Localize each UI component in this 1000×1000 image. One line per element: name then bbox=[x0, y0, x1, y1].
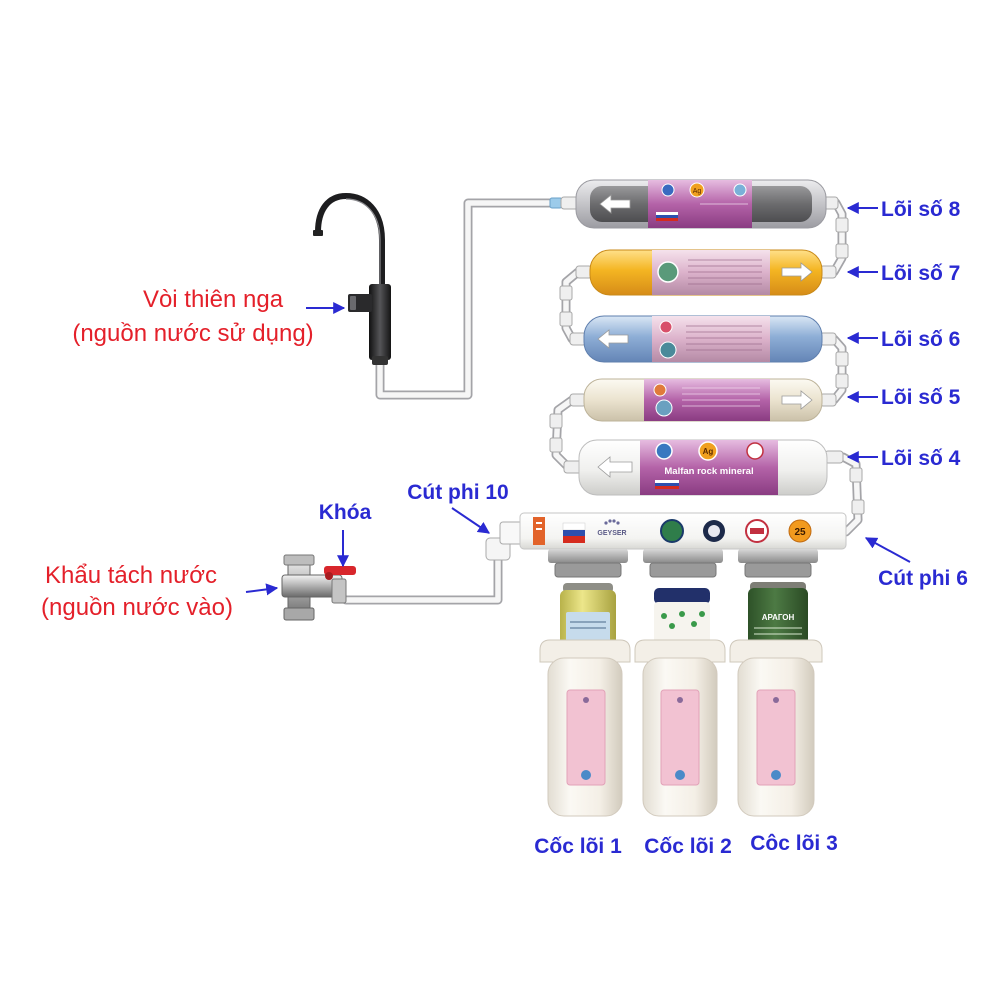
elbow-10-label: Cút phi 10 bbox=[407, 481, 509, 504]
inlet-tee-valve bbox=[281, 554, 347, 621]
elbow-6-label: Cút phi 6 bbox=[878, 567, 968, 590]
cup-1-label: Cốc lõi 1 bbox=[534, 835, 622, 858]
housing-brand-logo: GEYSER bbox=[597, 530, 626, 537]
shutoff-valve-handle bbox=[324, 566, 356, 580]
cup-2 bbox=[634, 588, 726, 817]
elbow-fitting-10 bbox=[485, 521, 525, 561]
silver-badge: Ag bbox=[693, 188, 702, 195]
core-8-cartridge: Ag bbox=[560, 179, 839, 229]
inlet-pointer-arrow bbox=[245, 583, 279, 596]
cup-3-cartridge-brand: АРАГОН bbox=[762, 613, 795, 622]
core-connector-tubes bbox=[549, 198, 865, 537]
core-8-label: Lõi số 8 bbox=[881, 198, 961, 221]
faucet-label: Vòi thiên nga bbox=[143, 286, 284, 313]
faucet-note: (nguồn nước sử dụng) bbox=[72, 320, 313, 347]
warranty-badge: 25 bbox=[794, 527, 806, 538]
core-4-label: Lõi số 4 bbox=[881, 447, 961, 470]
core-5-cartridge bbox=[569, 378, 837, 422]
inlet-tube bbox=[341, 551, 503, 605]
core-4-product-name: Malfan rock mineral bbox=[664, 466, 753, 477]
core-6-cartridge bbox=[569, 315, 837, 363]
core-6-label: Lõi số 6 bbox=[881, 328, 960, 351]
core-4-cartridge: Ag Malfan rock mineral bbox=[563, 439, 844, 496]
elbow-10-pointer-arrow bbox=[451, 507, 490, 534]
pointer-arrows bbox=[245, 202, 911, 596]
elbow-6-pointer-arrow bbox=[864, 537, 911, 563]
gooseneck-faucet bbox=[313, 192, 391, 365]
faucet-supply-tube bbox=[375, 197, 563, 400]
core-5-label: Lõi số 5 bbox=[881, 386, 961, 409]
valve-label: Khóa bbox=[319, 501, 372, 524]
cup-2-label: Cốc lõi 2 bbox=[644, 835, 732, 858]
inlet-label: Khẩu tách nước bbox=[45, 562, 217, 589]
inlet-note: (nguồn nước vào) bbox=[41, 594, 233, 621]
filter-housing-bar: GEYSER 25 bbox=[519, 512, 847, 550]
cup-3-label: Côc lõi 3 bbox=[750, 832, 838, 855]
core-7-cartridge bbox=[575, 249, 837, 296]
silver-badge: Ag bbox=[703, 447, 714, 456]
housing-caps bbox=[548, 549, 818, 578]
cup-1 bbox=[539, 583, 631, 817]
cup-3: АРАГОН bbox=[729, 582, 823, 817]
core-7-label: Lõi số 7 bbox=[881, 262, 960, 285]
